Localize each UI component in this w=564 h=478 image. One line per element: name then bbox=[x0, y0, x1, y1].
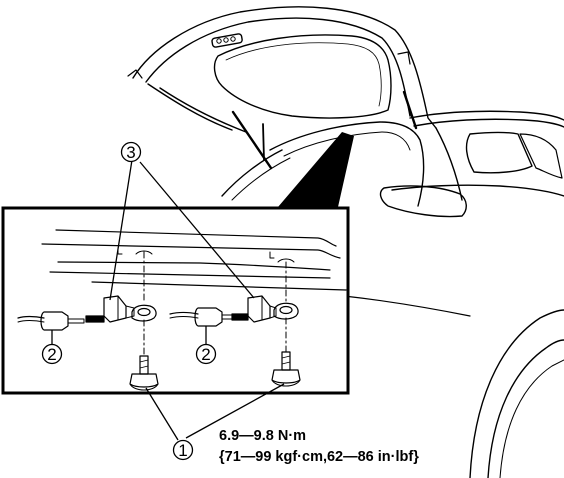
torque-spec-alt-units: {71—99 kgf·cm,62—86 in·lbf} bbox=[219, 449, 419, 465]
liftgate-inner-edge bbox=[145, 17, 411, 117]
tail-lamp bbox=[379, 185, 467, 218]
tire bbox=[487, 339, 564, 478]
liftgate-glass bbox=[213, 34, 392, 119]
detail-pointer-wedge bbox=[278, 132, 354, 207]
detail-view-frame bbox=[1, 206, 350, 395]
ring-terminal-right bbox=[273, 302, 299, 320]
liftgate-outer bbox=[132, 6, 437, 129]
cargo-opening bbox=[269, 121, 425, 207]
liftgate-lower-panel bbox=[147, 83, 247, 133]
callout-2-right-label: 2 bbox=[201, 345, 210, 364]
detail-view bbox=[17, 229, 347, 391]
liftgate-glass-inner bbox=[225, 42, 382, 107]
callout-3: 3 bbox=[120, 141, 142, 163]
callout-2-left-label: 2 bbox=[47, 345, 56, 364]
panel-line-5 bbox=[91, 281, 347, 291]
stop-lamp bbox=[211, 33, 243, 48]
quarter-window bbox=[465, 131, 533, 174]
body-roof bbox=[409, 110, 564, 121]
leader-1-right bbox=[185, 383, 285, 439]
callout-2-right: 2 bbox=[195, 343, 217, 365]
wheel-arch bbox=[469, 309, 564, 478]
leader-3-left bbox=[109, 159, 133, 301]
leader-3-right bbox=[139, 161, 255, 299]
leader-lines bbox=[51, 159, 285, 441]
fastener-assembly-right bbox=[169, 258, 301, 387]
panel-line-1 bbox=[55, 229, 337, 247]
gas-strut-right bbox=[402, 90, 418, 130]
callout-1: 1 bbox=[172, 439, 194, 461]
ring-terminal-left bbox=[131, 304, 157, 322]
fastener-assembly-left bbox=[17, 250, 159, 391]
callout-3-label: 3 bbox=[126, 143, 135, 162]
vehicle-illustration bbox=[127, 6, 564, 478]
leader-1-left bbox=[145, 387, 179, 441]
panel-line-2 bbox=[41, 243, 341, 259]
panel-line-3 bbox=[57, 261, 331, 271]
connector-left bbox=[40, 311, 69, 331]
body-side bbox=[391, 127, 564, 201]
callout-1-label: 1 bbox=[178, 441, 187, 460]
callout-2-left: 2 bbox=[41, 343, 63, 365]
torque-spec-metric: 6.9—9.8 N·m bbox=[219, 428, 307, 444]
panel-line-4 bbox=[49, 271, 331, 279]
connector-right bbox=[194, 307, 223, 327]
